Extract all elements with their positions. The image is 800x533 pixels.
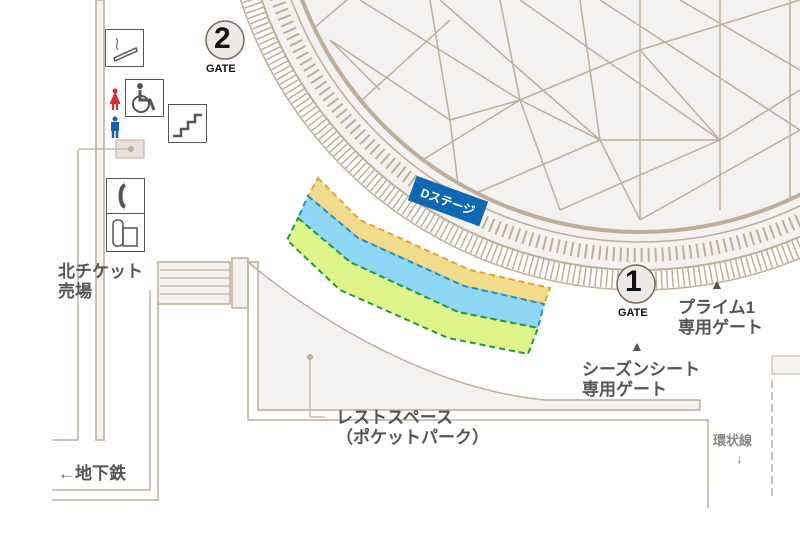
season-seat-gate-label: シーズンシート 専用ゲート (582, 360, 701, 399)
gate-2-number: 2 (214, 22, 231, 55)
wheelchair-icon (125, 79, 164, 117)
rest-space-label: レストスペース （ポケットパーク） (336, 408, 489, 447)
locker-icon (106, 213, 145, 252)
telephone-icon (106, 178, 145, 215)
smoking-icon (105, 29, 144, 67)
north-ticket-office-label: 北チケット 売場 (58, 262, 143, 301)
prime-gate-arrow: ▲ (710, 276, 724, 292)
restroom-female-icon (109, 88, 121, 110)
gate-1-number: 1 (625, 265, 642, 298)
gate-1-label: GATE (618, 307, 648, 319)
stairs-icon (168, 104, 207, 143)
gate-2-label: GATE (206, 63, 236, 75)
season-gate-arrow: ▲ (630, 338, 644, 354)
prime1-gate-label: プライム1 専用ゲート (678, 298, 763, 337)
subway-label: ←地下鉄 (58, 464, 126, 483)
restroom-male-icon (110, 116, 120, 138)
loop-line-label: 環状線 (713, 433, 753, 448)
loop-line-arrow: ↓ (736, 451, 743, 466)
